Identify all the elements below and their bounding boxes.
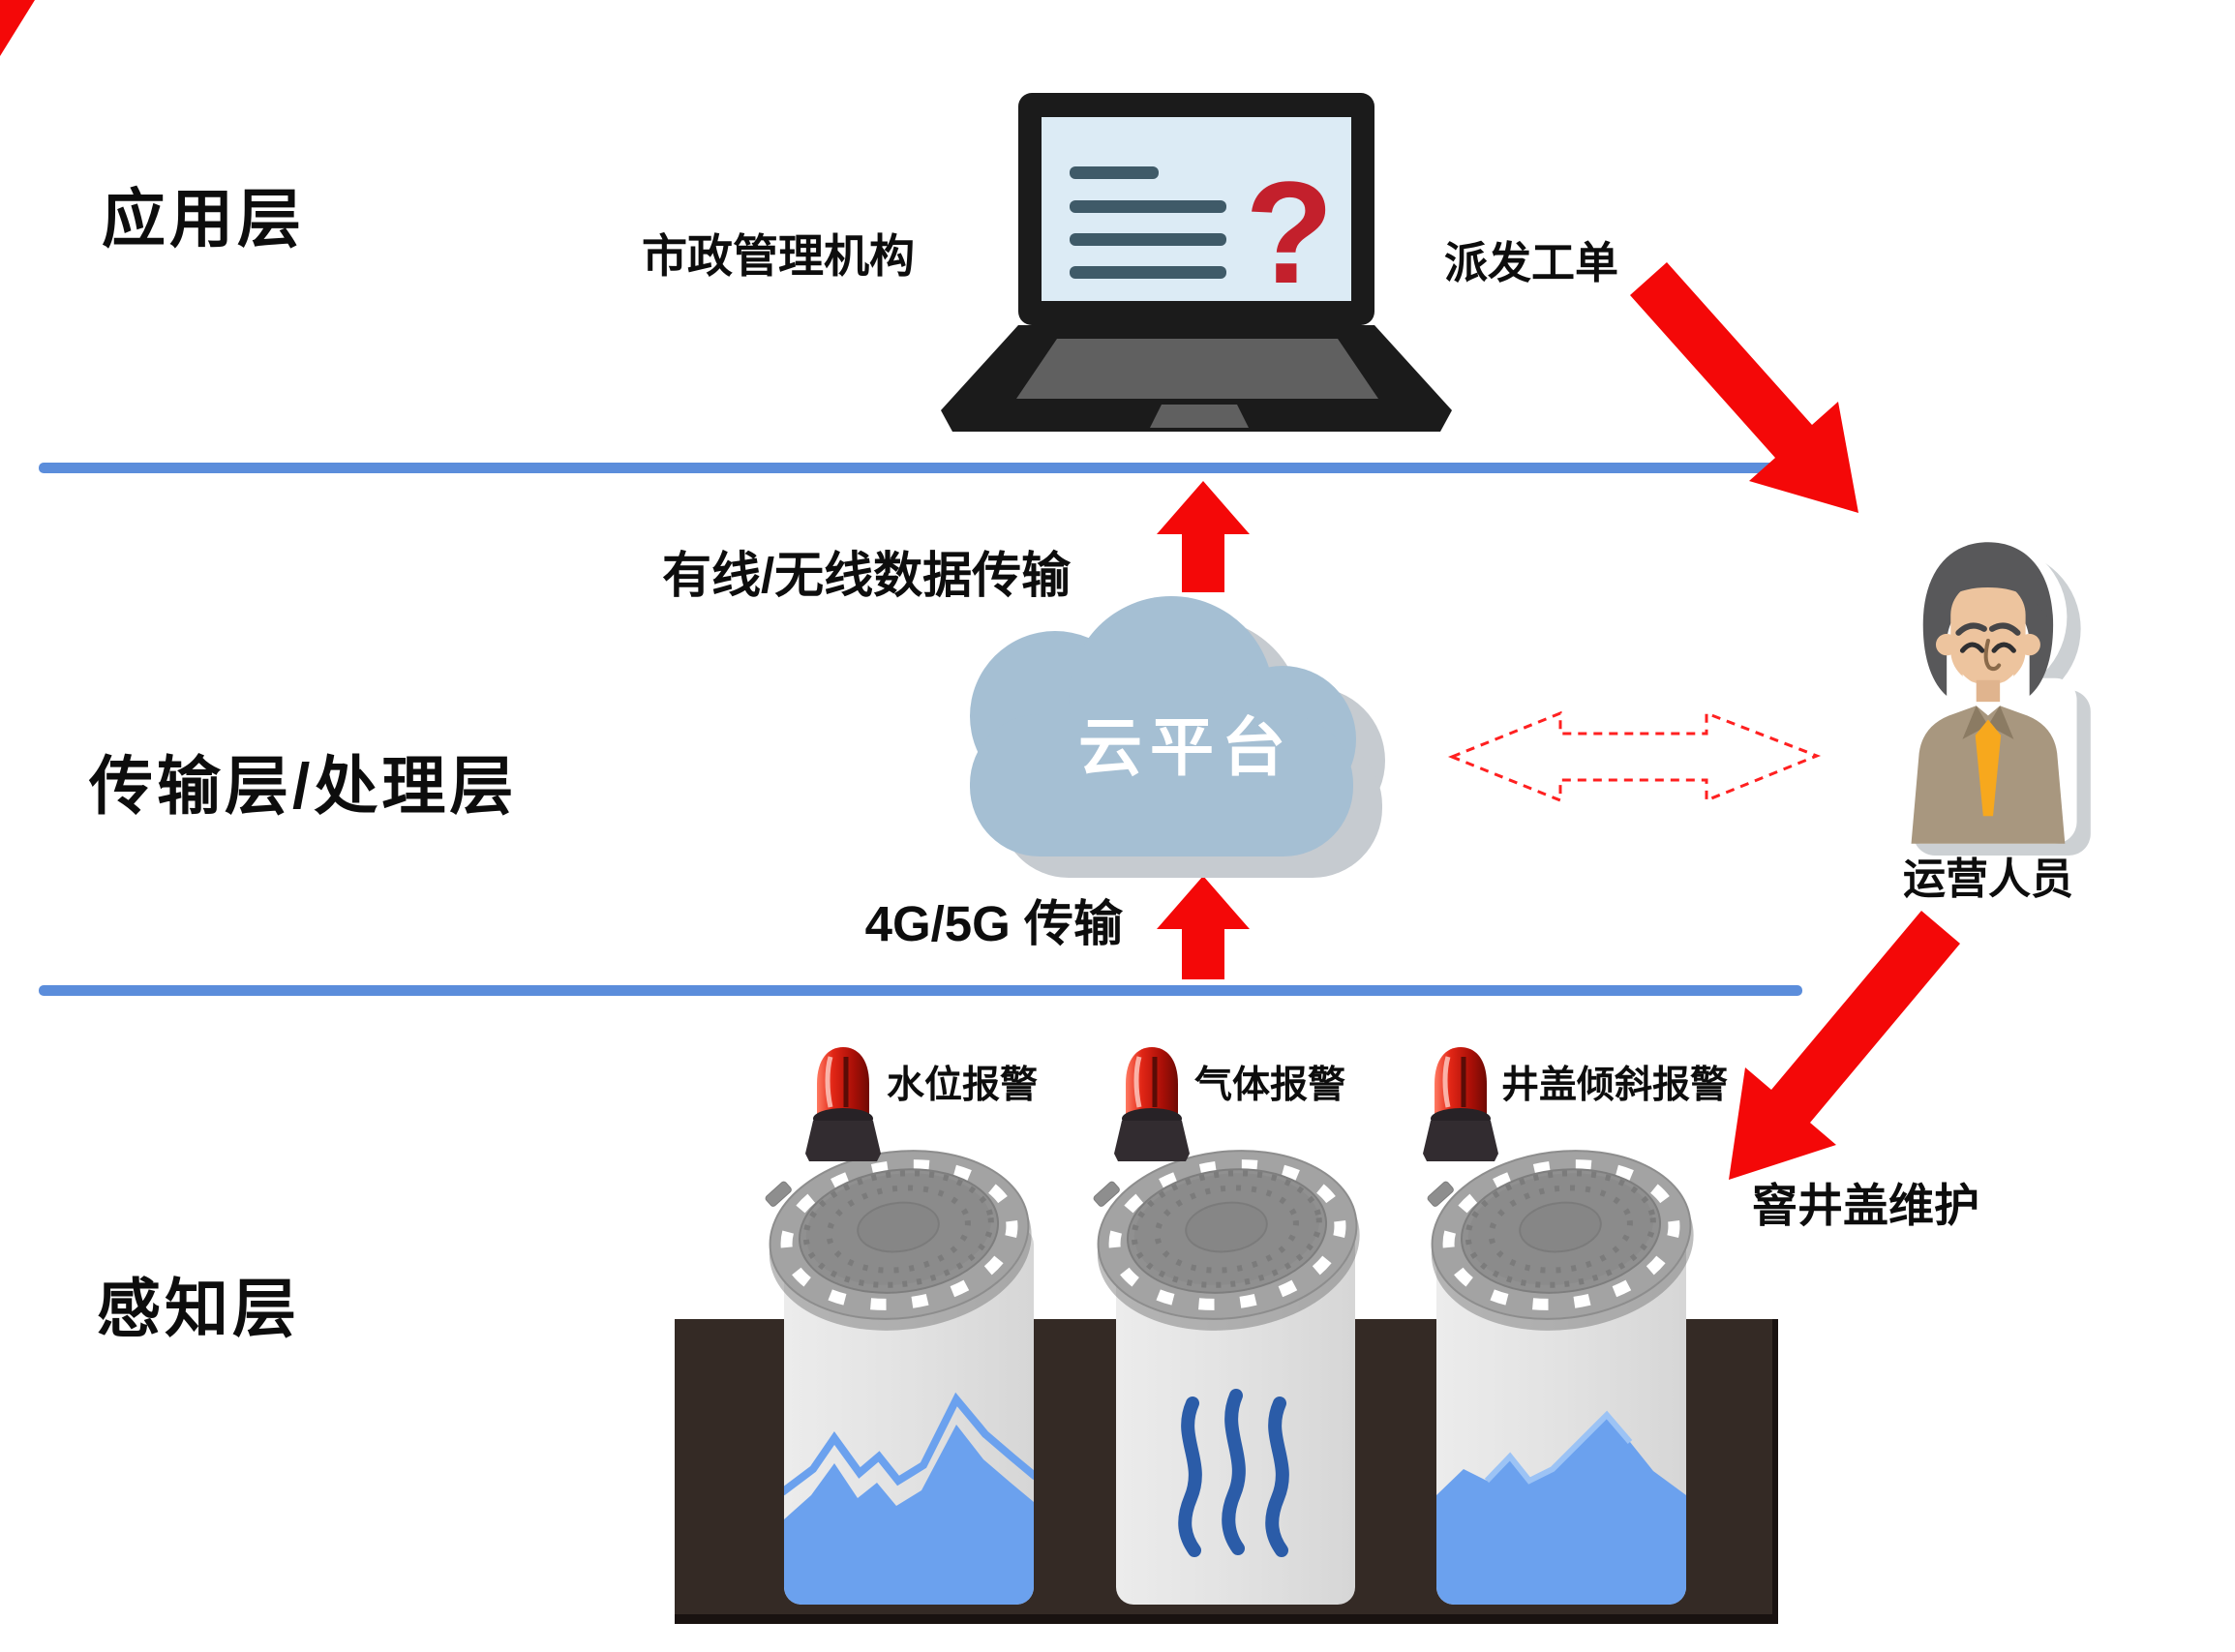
siren-tilt-icon	[1423, 1047, 1498, 1161]
gas-graphic	[1178, 1389, 1289, 1557]
question-mark-text: ?	[1245, 151, 1334, 314]
dispatch-label: 派发工单	[1444, 238, 1619, 287]
water-level-graphic	[784, 1392, 1034, 1605]
screen-text-lines	[1070, 166, 1226, 279]
wired-wireless-label: 有线/无线数据传输	[662, 548, 1072, 603]
operator-avatar	[1899, 538, 2091, 856]
cloud-label: 云平台	[1078, 711, 1293, 783]
layer-label-transport: 传输层/处理层	[89, 750, 518, 822]
separator-line-top	[39, 463, 1802, 473]
operator-label: 运营人员	[1903, 856, 2073, 903]
laptop-icon: ?	[941, 93, 1452, 432]
water-tilt-graphic	[1436, 1410, 1686, 1605]
arrow-bidirectional-icon	[1447, 710, 1822, 803]
maintenance-label: 窨井盖维护	[1752, 1180, 1979, 1231]
arrow-dispatch-icon	[1630, 262, 1858, 513]
layer-label-perception: 感知层	[97, 1273, 300, 1344]
layer-label-application: 应用层	[102, 183, 305, 255]
arrow-up-wired-icon	[1157, 481, 1250, 592]
alarm-label-water: 水位报警	[887, 1065, 1039, 1106]
siren-water-icon	[805, 1047, 881, 1161]
org-label: 市政管理机构	[642, 230, 915, 282]
corner-decoration-icon	[0, 0, 35, 56]
alarm-label-gas: 气体报警	[1194, 1065, 1346, 1106]
arrow-maintenance-icon	[1729, 911, 1960, 1180]
siren-gas-icon	[1114, 1047, 1190, 1161]
alarm-label-tilt: 井盖倾斜报警	[1501, 1065, 1729, 1106]
arrow-up-mobile-icon	[1157, 876, 1250, 979]
cloud-icon	[970, 596, 1356, 856]
separator-line-bottom	[39, 985, 1802, 996]
mobile-transmission-label: 4G/5G 传输	[864, 896, 1123, 951]
